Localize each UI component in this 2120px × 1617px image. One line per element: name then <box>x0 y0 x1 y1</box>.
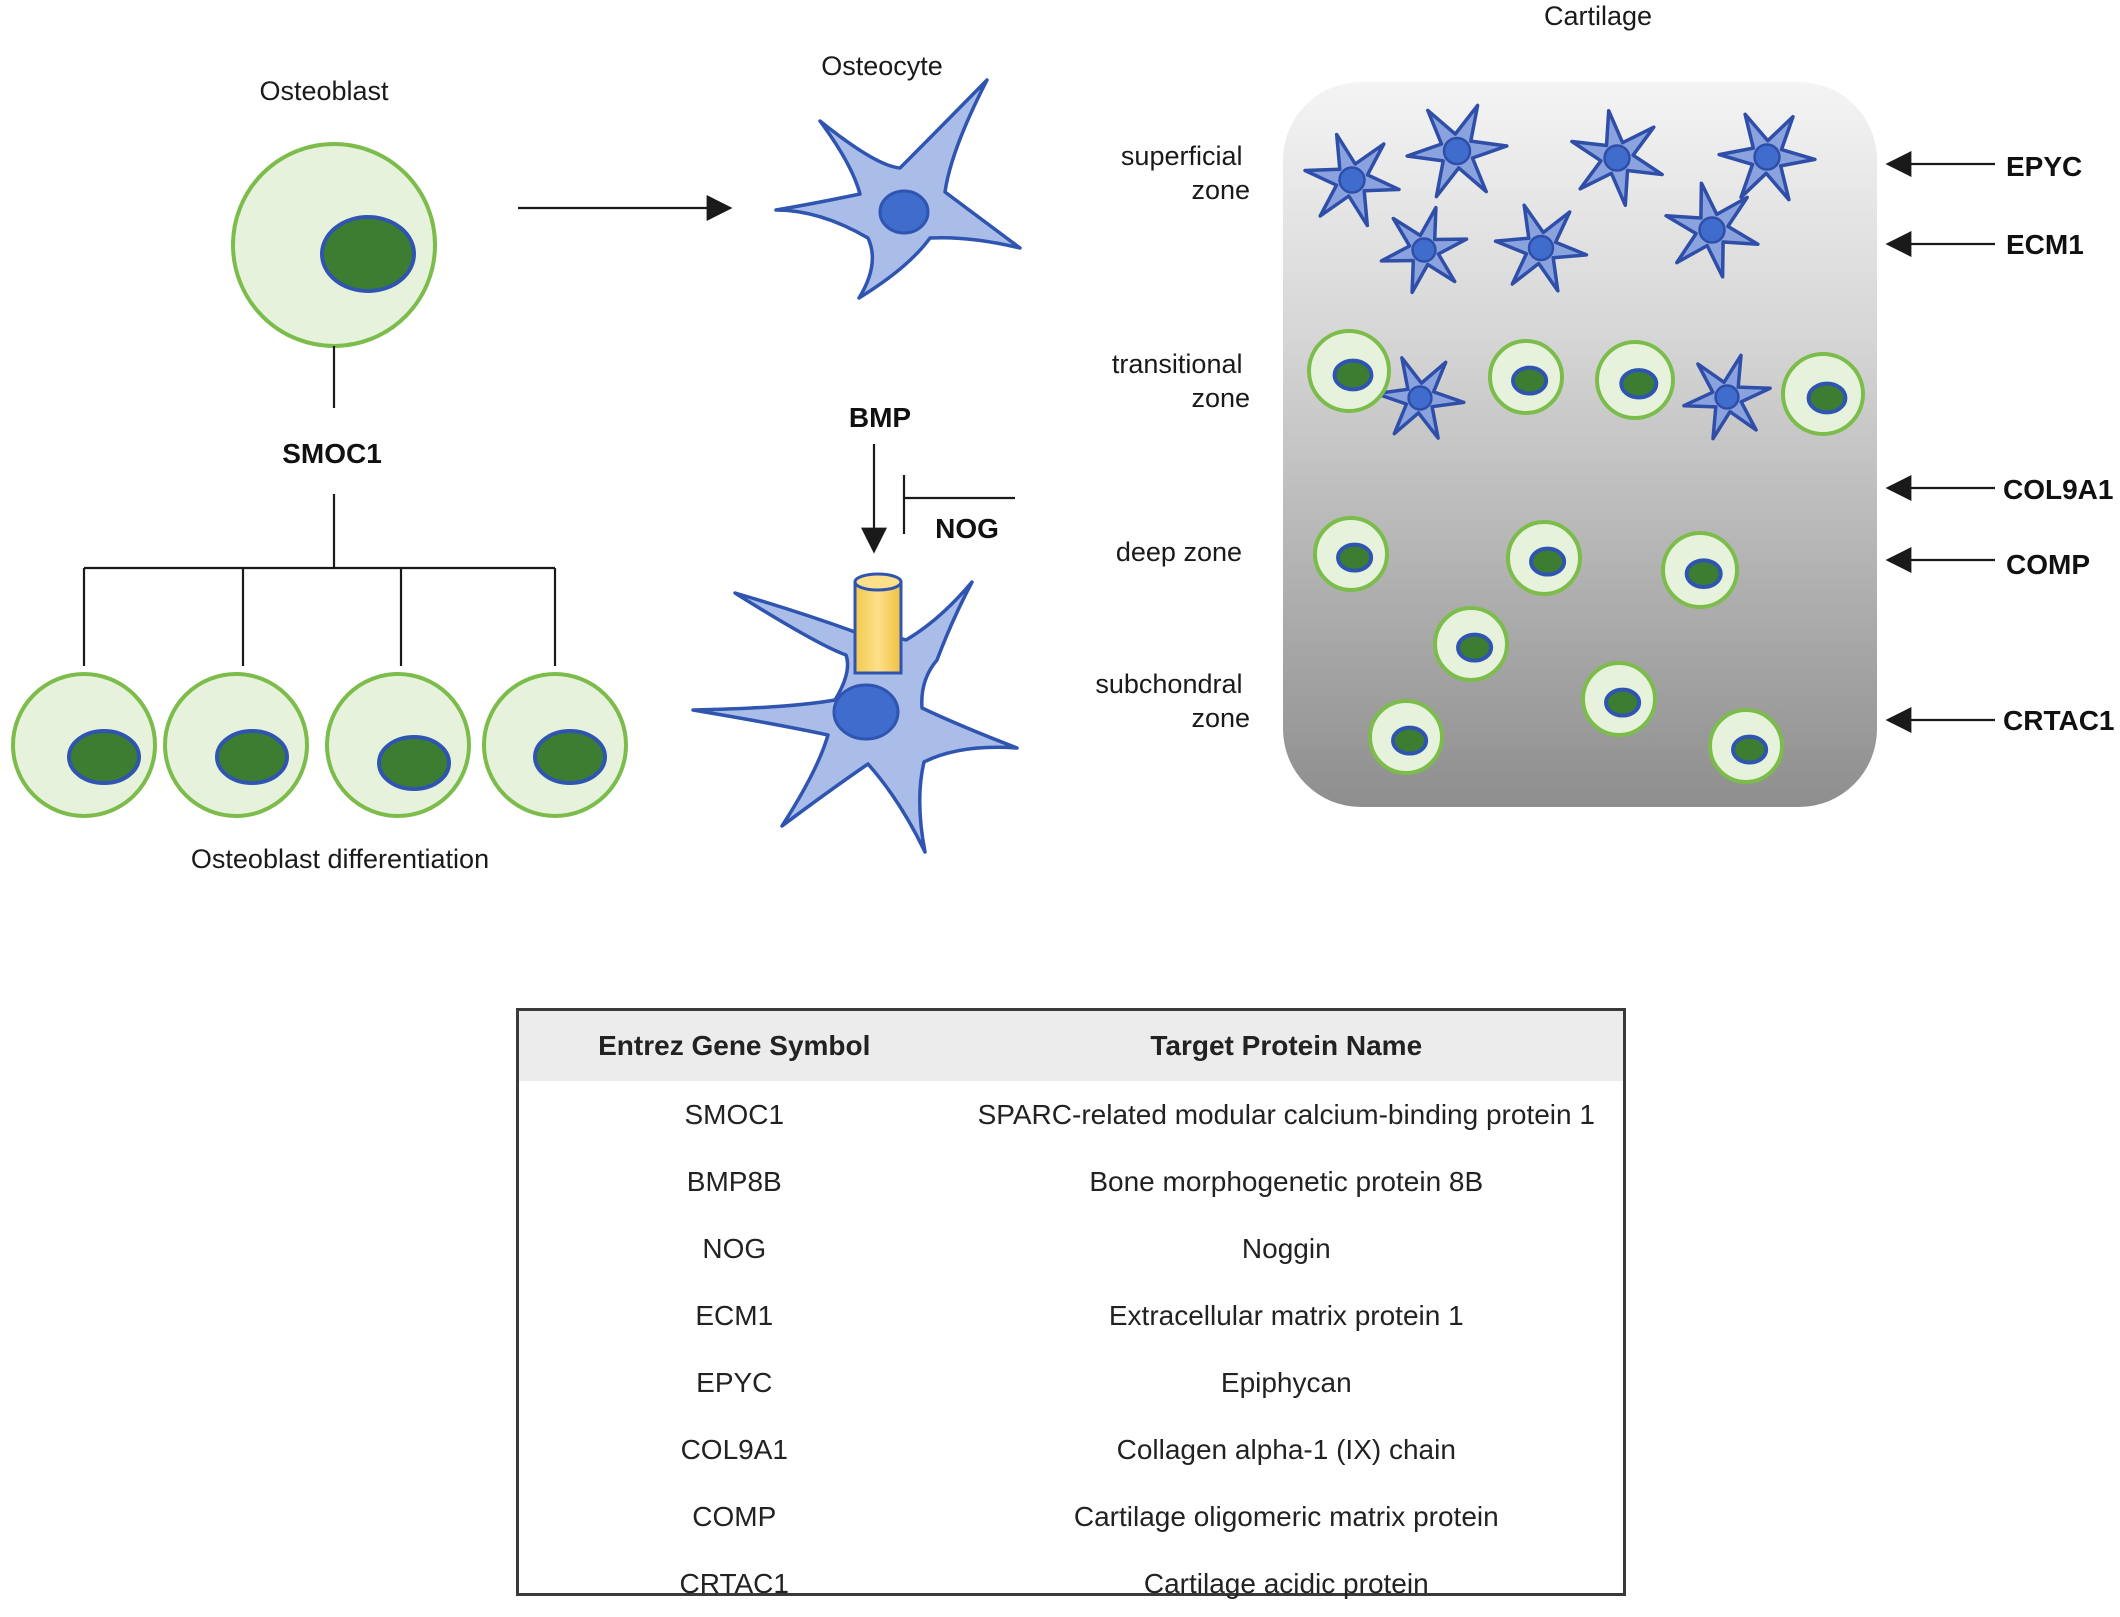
chondrocyte-round <box>1488 339 1564 415</box>
osteocyte-receptor-cell <box>691 572 1019 854</box>
osteoblast-cell <box>11 672 157 818</box>
chondrocyte-star <box>1493 203 1589 293</box>
zone-label: subchondral zone <box>1095 669 1250 733</box>
osteocyte-nucleus <box>878 189 930 235</box>
bmp-receptor <box>853 572 903 675</box>
marker-comp: COMP <box>1885 547 2090 580</box>
table-row: CRTAC1 Cartilage acidic protein <box>519 1550 1623 1617</box>
protein-name: Extracellular matrix protein 1 <box>1108 1299 1464 1331</box>
chondrocyte-round <box>1708 708 1784 784</box>
differentiated-cells <box>11 672 628 818</box>
osteoblast-cell <box>325 672 471 818</box>
osteoblast-nucleus <box>320 215 416 293</box>
osteoblast-title: Osteoblast <box>259 76 389 106</box>
gene-symbol: COL9A1 <box>680 1433 788 1465</box>
chondrocyte-round <box>1313 516 1389 592</box>
osteoblast-panel: Osteoblast SMOC1 <box>11 76 628 874</box>
gene-table: Entrez Gene Symbol Target Protein Name S… <box>516 1008 1626 1599</box>
osteocyte-cell <box>774 78 1022 300</box>
table-row: SMOC1 SPARC-related modular calcium-bind… <box>519 1081 1623 1148</box>
osteocyte-nucleus <box>832 683 900 741</box>
protein-name: Cartilage oligomeric matrix protein <box>1073 1500 1499 1532</box>
chondrocyte-star <box>1379 205 1469 295</box>
osteoblast-nucleus <box>377 735 451 791</box>
marker-col9a1: COL9A1 <box>1885 474 2113 505</box>
marker-crtac1: CRTAC1 <box>1885 705 2114 736</box>
chondrocyte-star <box>1717 112 1817 202</box>
protein-name: Cartilage acidic protein <box>1143 1567 1429 1599</box>
svg-text:COMP: COMP <box>2006 549 2090 580</box>
nog-label: NOG <box>935 513 999 544</box>
osteoblast-cell <box>231 142 437 348</box>
protein-name: SPARC-related modular calcium-binding pr… <box>977 1098 1595 1130</box>
nog-inhibition <box>902 475 1015 534</box>
chondrocyte-star <box>1682 353 1772 441</box>
protein-name: Noggin <box>1241 1232 1331 1264</box>
gene-symbol: SMOC1 <box>684 1098 785 1130</box>
gene-symbol: COMP <box>692 1500 777 1532</box>
marker-ecm1: ECM1 <box>1885 229 2084 260</box>
zone-labels: superficial zone transitional zone deep … <box>1095 141 1250 733</box>
marker-arrows: EPYC ECM1 COL9A1 COMP CRTAC1 <box>1885 151 2114 736</box>
table-row: COMP Cartilage oligomeric matrix protein <box>519 1483 1623 1550</box>
gene-symbol: EPYC <box>696 1366 773 1398</box>
chondrocyte-star <box>1405 103 1509 199</box>
column-header: Entrez Gene Symbol <box>519 1011 950 1081</box>
osteoblast-nucleus <box>67 729 141 785</box>
cartilage-title: Cartilage <box>1544 1 1652 31</box>
chondrocyte-round <box>1506 520 1582 596</box>
chondrocyte-star <box>1303 132 1401 228</box>
svg-text:CRTAC1: CRTAC1 <box>2003 705 2114 736</box>
table-header-row: Entrez Gene Symbol Target Protein Name <box>519 1011 1623 1081</box>
chondrocyte-star <box>1664 181 1760 279</box>
osteoblast-nucleus <box>215 729 289 785</box>
osteocyte-title: Osteocyte <box>821 51 943 81</box>
cartilage-panel: Cartilage superficial zone transitional … <box>1095 1 2114 807</box>
protein-name: Bone morphogenetic protein 8B <box>1089 1165 1484 1197</box>
chondrocyte-star <box>1570 108 1664 208</box>
differentiation-tree <box>82 494 557 666</box>
osteoblast-cell <box>163 672 309 818</box>
chondrocyte-round <box>1368 699 1444 775</box>
gene-symbol: BMP8B <box>686 1165 782 1197</box>
marker-epyc: EPYC <box>1885 151 2082 182</box>
table-row: EPYC Epiphycan <box>519 1349 1623 1416</box>
osteoblast-cell <box>482 672 628 818</box>
chondrocyte-round <box>1595 340 1675 420</box>
chondrocyte-round <box>1307 329 1391 413</box>
zone-label: superficial zone <box>1121 141 1250 205</box>
table-row: BMP8B Bone morphogenetic protein 8B <box>519 1148 1623 1215</box>
table-row: NOG Noggin <box>519 1215 1623 1282</box>
svg-text:COL9A1: COL9A1 <box>2003 474 2113 505</box>
chondrocyte-round <box>1433 606 1509 682</box>
differentiation-caption: Osteoblast differentiation <box>191 844 489 874</box>
zone-label: deep zone <box>1116 537 1242 567</box>
svg-text:ECM1: ECM1 <box>2006 229 2084 260</box>
osteocyte-panel: Osteocyte BMP NOG <box>691 51 1022 854</box>
bmp-label: BMP <box>849 402 911 433</box>
protein-name: Epiphycan <box>1220 1366 1352 1398</box>
zone-label: transitional zone <box>1112 349 1250 413</box>
table-row: COL9A1 Collagen alpha-1 (IX) chain <box>519 1416 1623 1483</box>
chondrocyte-round <box>1581 661 1657 737</box>
chondrocyte-round <box>1781 352 1865 436</box>
cartilage-cells <box>1303 103 1865 784</box>
osteoblast-nucleus <box>533 729 607 785</box>
chondrocyte-round <box>1661 531 1739 609</box>
smoc1-label: SMOC1 <box>282 438 382 469</box>
table-row: ECM1 Extracellular matrix protein 1 <box>519 1282 1623 1349</box>
gene-symbol: ECM1 <box>695 1299 774 1331</box>
gene-symbol: NOG <box>702 1232 767 1264</box>
column-header: Target Protein Name <box>949 1011 1623 1081</box>
gene-symbol: CRTAC1 <box>679 1567 789 1599</box>
svg-text:EPYC: EPYC <box>2006 151 2082 182</box>
protein-name: Collagen alpha-1 (IX) chain <box>1116 1433 1456 1465</box>
